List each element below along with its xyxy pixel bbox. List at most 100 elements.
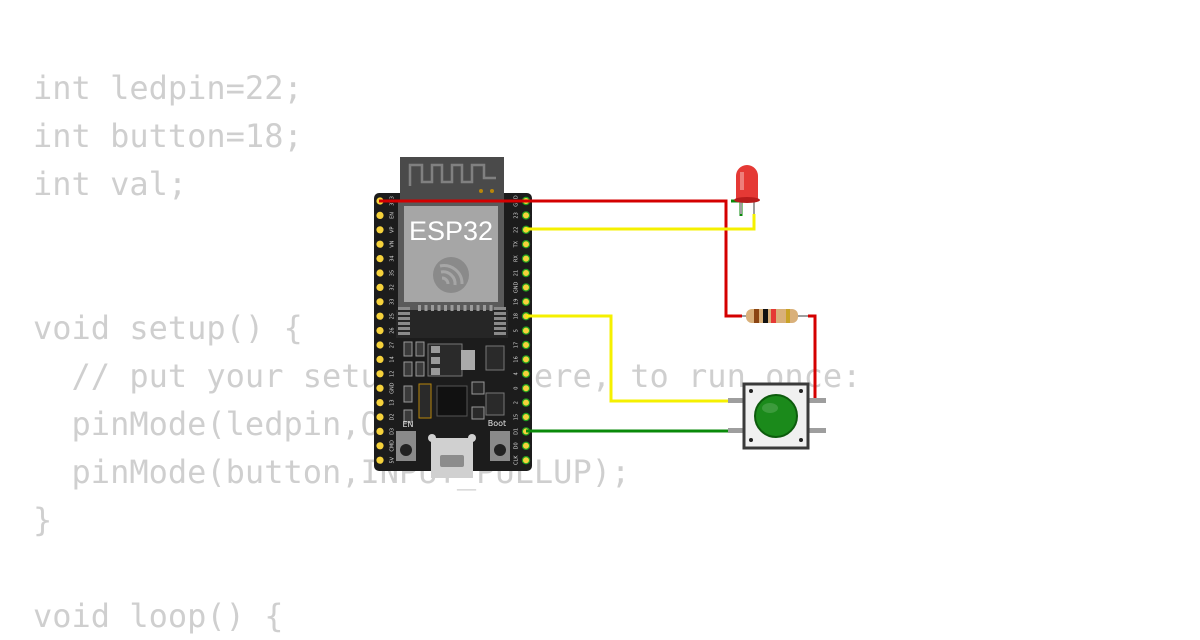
header-pin[interactable]	[521, 297, 531, 306]
button-leg	[728, 398, 746, 403]
espressif-logo-icon	[433, 257, 469, 293]
pin-label: 19	[514, 299, 520, 305]
pin-label: CLK	[514, 455, 520, 465]
header-pin[interactable]	[376, 427, 384, 435]
header-pin[interactable]	[521, 441, 531, 450]
pin-label: 4	[514, 372, 520, 375]
resistor[interactable]	[742, 309, 808, 323]
pin-label: CMD	[390, 440, 396, 452]
pin-label: 2	[514, 401, 520, 404]
pin-label: 16	[514, 356, 520, 362]
header-pin[interactable]	[376, 413, 384, 421]
pin-label: GND	[390, 382, 396, 394]
chip-label: ESP32	[409, 216, 493, 246]
header-pin[interactable]	[521, 268, 531, 278]
header-pin[interactable]	[376, 456, 384, 464]
header-pin[interactable]	[376, 269, 384, 277]
header-pin[interactable]	[376, 255, 384, 263]
module-pads	[398, 305, 506, 335]
pin-label: 13	[390, 399, 396, 405]
header-pin[interactable]	[521, 398, 531, 407]
pushbutton[interactable]	[728, 382, 826, 450]
pin-label: 33	[390, 299, 396, 305]
red-led[interactable]	[734, 165, 760, 214]
header-pin[interactable]	[376, 355, 384, 363]
header-pin[interactable]	[521, 211, 531, 220]
antenna-pad	[490, 189, 494, 193]
code-line: pinMode(button,INPUT_PULLUP);	[33, 453, 631, 491]
button-leg	[728, 428, 746, 433]
boot-label: Boot	[488, 419, 506, 428]
regulator-pin	[431, 357, 440, 364]
pin-label: D1	[514, 428, 520, 435]
en-label: EN	[402, 420, 413, 429]
header-pin[interactable]	[376, 312, 384, 320]
regulator-tab	[461, 350, 475, 370]
led-base	[734, 197, 760, 203]
wire-yellow-button[interactable]	[526, 314, 728, 403]
header-pin[interactable]	[376, 211, 384, 219]
module-pad	[398, 322, 410, 325]
module-pad	[437, 305, 441, 311]
code-line: int val;	[33, 165, 188, 203]
module-pad	[463, 305, 467, 311]
module-pad	[418, 305, 421, 311]
button-cap[interactable]	[754, 394, 798, 438]
header-pin[interactable]	[376, 226, 384, 234]
header-pin[interactable]	[376, 341, 384, 349]
header-pin[interactable]	[376, 298, 384, 306]
pin-label: GND	[514, 282, 520, 294]
code-line: int ledpin=22;	[33, 69, 303, 107]
header-pin[interactable]	[521, 355, 531, 364]
pin-label: 22	[514, 227, 520, 233]
header-pin[interactable]	[521, 412, 531, 422]
pin-label: 32	[390, 284, 396, 290]
code-line: void loop() {	[33, 597, 284, 635]
header-pin[interactable]	[521, 340, 531, 350]
smd-component	[403, 409, 413, 423]
module-pad	[457, 305, 460, 311]
module-pad	[398, 317, 410, 320]
wire-green-led[interactable]	[731, 199, 743, 216]
pin-label: 35	[390, 270, 396, 276]
resistor-band	[754, 309, 759, 323]
header-pin[interactable]	[376, 384, 384, 392]
header-pin[interactable]	[521, 384, 531, 393]
left-pin-labels: 3V3ENVPVN343532332526271412GND13D2D3CMD5…	[390, 196, 396, 463]
pin-label: 27	[390, 342, 396, 348]
module-base	[396, 310, 508, 338]
module-pad	[444, 305, 447, 311]
module-pad	[483, 305, 486, 311]
wire-red-gnd[interactable]	[379, 199, 742, 318]
header-pin[interactable]	[521, 326, 531, 335]
header-pin[interactable]	[521, 254, 531, 263]
header-pin[interactable]	[376, 240, 384, 248]
module-pad	[398, 312, 410, 315]
header-pin[interactable]	[376, 399, 384, 407]
header-pin[interactable]	[521, 456, 531, 465]
en-button-cap	[400, 444, 412, 456]
header-pin[interactable]	[376, 370, 384, 378]
header-pin[interactable]	[521, 369, 531, 378]
smd-component	[418, 383, 432, 419]
module-pad	[431, 305, 434, 311]
button-cap-highlight	[762, 403, 778, 413]
resistor-band	[771, 309, 776, 323]
header-pin[interactable]	[521, 239, 531, 249]
resistor-band	[786, 309, 790, 323]
wire-yellow-led[interactable]	[526, 214, 756, 231]
pin-label: EN	[390, 212, 396, 219]
header-pin[interactable]	[376, 283, 384, 291]
smd-component	[471, 381, 485, 395]
pin-label: 17	[514, 342, 520, 348]
module-pad	[494, 312, 506, 315]
pin-label: D2	[390, 413, 396, 420]
header-pin[interactable]	[376, 327, 384, 335]
header-pin[interactable]	[521, 283, 531, 292]
module-pad	[398, 327, 410, 330]
regulator-pin	[431, 346, 440, 353]
header-pin[interactable]	[376, 442, 384, 450]
wire-red-resistor-button[interactable]	[808, 314, 826, 403]
resistor-band	[763, 309, 768, 323]
